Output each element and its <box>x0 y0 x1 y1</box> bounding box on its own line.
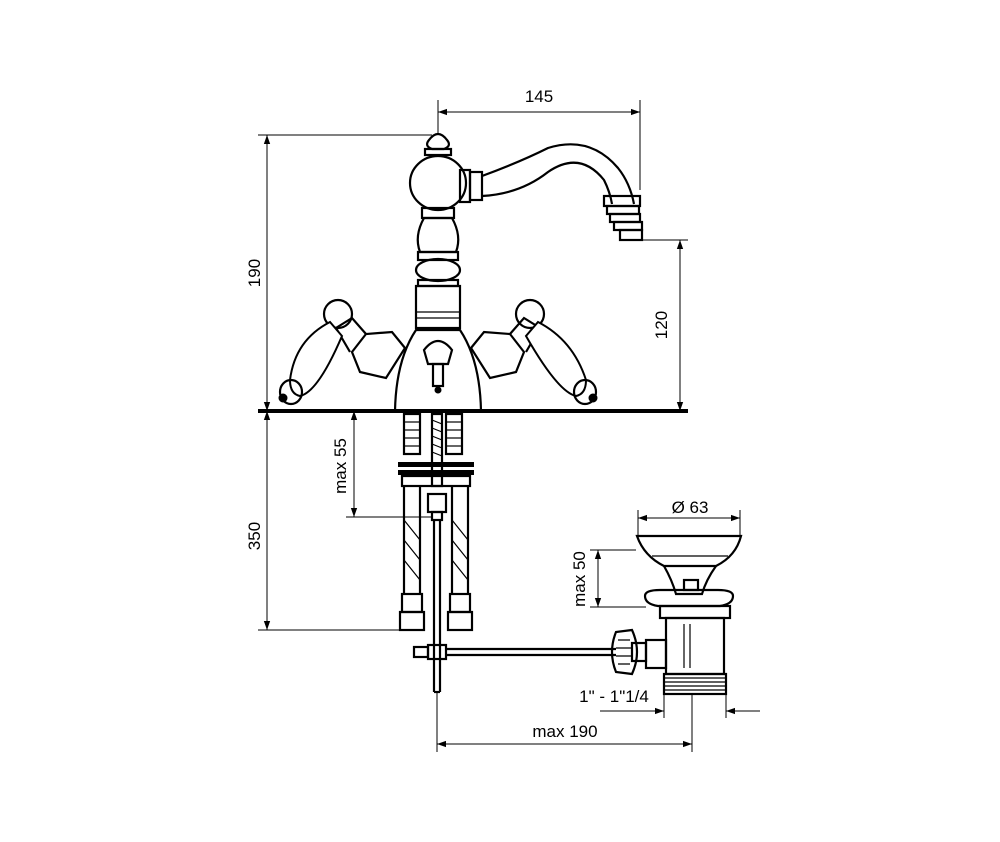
dimension-label-waste-height: max 50 <box>570 551 589 607</box>
dimension-spout-reach: 145 <box>437 87 641 190</box>
right-handle <box>469 298 598 406</box>
dimension-label-waste-thread: 1" - 1"1/4 <box>579 687 649 706</box>
dimension-label-deck-thickness: max 55 <box>331 438 350 494</box>
faucet-body <box>393 132 483 412</box>
dimension-label-total-height: 190 <box>245 259 264 287</box>
dimension-label-waste-diameter: Ø 63 <box>672 498 709 517</box>
dimension-deck-thickness: max 55 <box>331 411 432 518</box>
dimension-spout-height: 120 <box>640 239 688 411</box>
pop-up-waste <box>610 534 743 696</box>
left-handle <box>278 298 407 406</box>
dimension-label-spout-reach: 145 <box>525 87 553 106</box>
spout <box>458 143 644 242</box>
under-deck-fittings <box>398 412 616 694</box>
dimension-rod-distance: max 190 <box>436 692 693 752</box>
dimension-waste-thread: 1" - 1"1/4 <box>579 687 760 718</box>
dimension-total-height: 190 <box>245 134 432 411</box>
dimension-waste-height: max 50 <box>570 549 646 608</box>
dimension-label-hose-length: 350 <box>245 522 264 550</box>
dimension-label-spout-height: 120 <box>652 311 671 339</box>
dimension-label-rod-distance: max 190 <box>532 722 597 741</box>
dimension-hose-length: 350 <box>245 411 400 631</box>
dimension-waste-diameter: Ø 63 <box>637 498 741 536</box>
